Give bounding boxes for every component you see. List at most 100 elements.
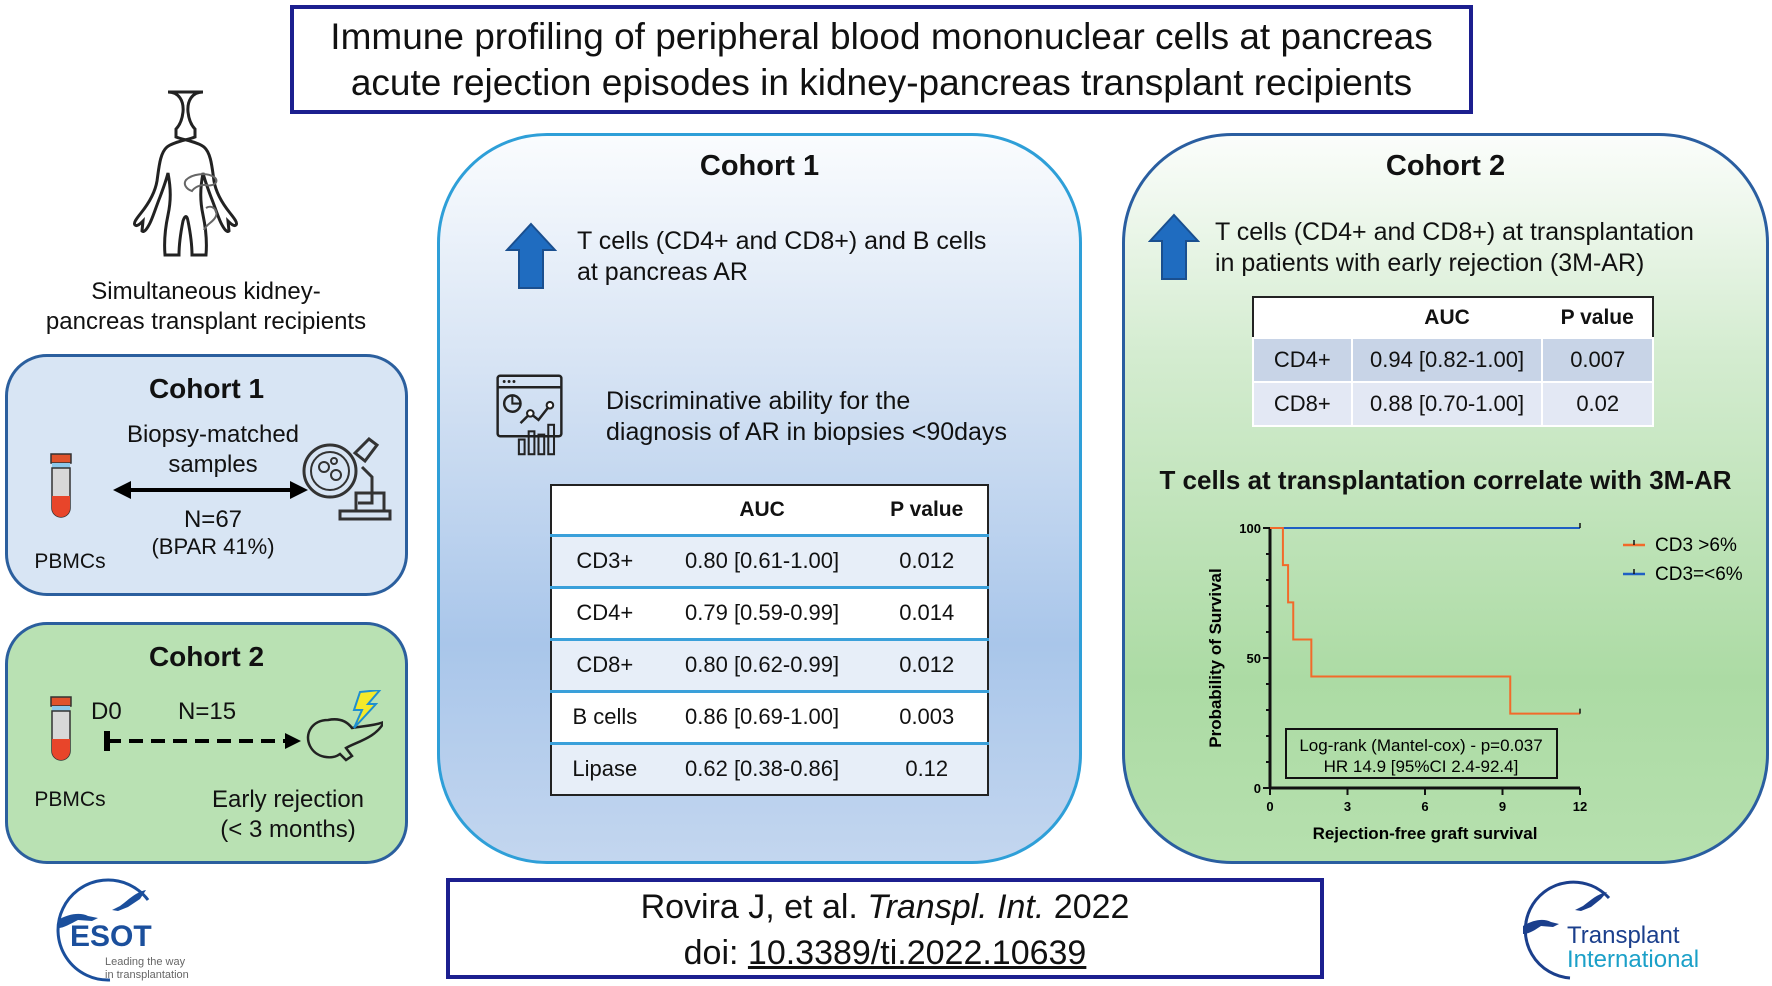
auc-cell: 0.80 [0.62-0.99] [657, 637, 867, 691]
doi-link[interactable]: 10.3389/ti.2022.10639 [747, 934, 1087, 972]
table-header-row: AUC P value [1253, 297, 1653, 338]
esot-tagline-line-2: in transplantation [105, 969, 189, 981]
cohort1-desc-line-2: samples [168, 451, 258, 478]
citation-authors: Rovira J, et al. [640, 888, 858, 926]
cohort2-design-title: Cohort 2 [148, 641, 265, 672]
marker-cell: CD3+ [551, 533, 658, 587]
cohort2-auc-table: AUC P value CD4+0.94 [0.82-1.00]0.007 CD… [1252, 296, 1654, 427]
ti-name-line-2: International [1567, 946, 1700, 973]
marker-cell: Lipase [551, 741, 658, 795]
y-axis-label: Probability of Survival [1206, 568, 1225, 748]
title-line-1: Immune profiling of peripheral blood mon… [330, 16, 1433, 57]
blood-tube-icon [50, 696, 72, 761]
cohort1-finding-line-1: T cells (CD4+ and CD8+) and B cells [577, 227, 987, 255]
esot-tagline: Leading the way in transplantation [105, 956, 189, 982]
up-arrow-icon [1148, 213, 1200, 280]
x-tick-label: 9 [1499, 799, 1506, 814]
legend-label-high: CD3 >6% [1655, 535, 1737, 556]
hazard-ratio-annotation: HR 14.9 [95%CI 2.4-92.4] [1324, 757, 1519, 776]
x-tick-label: 12 [1573, 799, 1587, 814]
header-marker [1253, 297, 1352, 338]
cohort2-sample-type: PBMCs [34, 788, 106, 811]
cohort1-design-box: Cohort 1 Biopsy-matched samples N=67 (BP… [5, 354, 408, 596]
cohort1-n: N=67 [183, 506, 243, 533]
cohort1-design-title: Cohort 1 [148, 373, 265, 404]
header-p-value: P value [1560, 305, 1634, 329]
p-value-cell: 0.012 [866, 637, 988, 691]
cohort2-outcome-line-1: Early rejection [211, 786, 365, 813]
p-value-cell: 0.007 [1541, 337, 1654, 383]
population-caption: Simultaneous kidney- pancreas transplant… [0, 277, 412, 337]
p-value-cell: 0.02 [1541, 381, 1654, 427]
table-row: CD8+0.88 [0.70-1.00]0.02 [1252, 381, 1654, 427]
cohort1-analysis: Discriminative ability for the diagnosis… [606, 386, 1007, 448]
caption-line-2: pancreas transplant recipients [45, 308, 367, 335]
logrank-annotation: Log-rank (Mantel-cox) - p=0.037 [1299, 736, 1542, 755]
cohort2-outcome: Early rejection (< 3 months) [188, 785, 388, 845]
header-marker [551, 485, 658, 535]
microscope-icon [302, 437, 392, 521]
header-p-value: P value [890, 497, 964, 521]
auc-cell: 0.94 [0.82-1.00] [1350, 337, 1544, 383]
esot-hands-emblem-icon [56, 878, 150, 982]
transplant-international-logo: Transplant International [1515, 878, 1740, 982]
esot-logo: ESOT Leading the way in transplantation [50, 876, 220, 984]
cohort1-sample-description: Biopsy-matched samples [98, 420, 328, 480]
cohort2-timepoint: D0 [91, 698, 122, 725]
auc-cell: 0.88 [0.70-1.00] [1350, 381, 1544, 427]
y-tick-label: 50 [1247, 651, 1261, 666]
table-row: CD3+0.80 [0.61-1.00]0.012 [551, 533, 988, 587]
marker-cell: CD4+ [551, 585, 658, 639]
cohort1-bpar: (BPAR 41%) [151, 534, 275, 559]
cohort2-design-box: Cohort 2 D0 N=15 PBMCs Early rejection (… [5, 622, 408, 864]
esot-tagline-line-1: Leading the way [105, 956, 186, 968]
cohort2-n: N=15 [178, 698, 237, 725]
auc-cell: 0.79 [0.59-0.99] [657, 585, 867, 639]
marker-cell: CD8+ [1252, 381, 1353, 427]
cohort1-analysis-line-2: diagnosis of AR in biopsies <90days [606, 418, 1007, 446]
cohort1-desc-line-1: Biopsy-matched [126, 421, 300, 448]
human-body-icon [133, 90, 238, 257]
title-line-2: acute rejection episodes in kidney-pancr… [350, 62, 1413, 103]
header-auc: AUC [739, 497, 785, 521]
marker-cell: CD8+ [551, 637, 658, 691]
cohort1-auc-table: AUC P value CD3+0.80 [0.61-1.00]0.012 CD… [550, 484, 989, 796]
cohort1-sample-type: PBMCs [34, 550, 106, 573]
cohort2-finding-line-1: T cells (CD4+ and CD8+) at transplantati… [1215, 218, 1694, 246]
x-tick-label: 3 [1344, 799, 1351, 814]
p-value-cell: 0.12 [866, 741, 988, 795]
legend-label-low: CD3=<6% [1655, 564, 1743, 585]
marker-cell: B cells [551, 689, 658, 743]
caption-line-1: Simultaneous kidney- [91, 278, 321, 305]
pancreas-rejection-icon [306, 690, 383, 762]
citation-journal: Transpl. Int. [867, 888, 1045, 926]
cohort2-finding: T cells (CD4+ and CD8+) at transplantati… [1215, 217, 1694, 279]
cohort1-finding: T cells (CD4+ and CD8+) and B cells at p… [577, 226, 986, 288]
up-arrow-icon [505, 222, 557, 289]
auc-cell: 0.80 [0.61-1.00] [657, 533, 867, 587]
cohort1-results-title: Cohort 1 [699, 150, 820, 182]
chart-title: T cells at transplantation correlate wit… [1159, 465, 1732, 495]
cohort2-results-panel [1122, 133, 1769, 864]
table-row: CD8+0.80 [0.62-0.99]0.012 [551, 637, 988, 691]
x-tick-label: 0 [1266, 799, 1273, 814]
header-auc: AUC [1424, 305, 1470, 329]
ti-hands-emblem-icon [1523, 880, 1611, 980]
citation-reference: Rovira J, et al. Transpl. Int. 2022 [450, 884, 1320, 930]
title-box: Immune profiling of peripheral blood mon… [290, 5, 1473, 114]
citation-year: 2022 [1053, 888, 1130, 926]
p-value-cell: 0.014 [866, 585, 988, 639]
survival-curve-cd3-high [1270, 527, 1580, 715]
y-tick-label: 100 [1239, 521, 1261, 536]
table-header-row: AUC P value [551, 485, 988, 535]
double-arrow-icon [113, 481, 308, 499]
x-axis-label: Rejection-free graft survival [1313, 824, 1538, 843]
y-tick-label: 0 [1254, 781, 1261, 796]
p-value-cell: 0.003 [866, 689, 988, 743]
marker-cell: CD4+ [1252, 337, 1353, 383]
cohort1-analysis-line-1: Discriminative ability for the [606, 387, 911, 415]
table-row: CD4+0.94 [0.82-1.00]0.007 [1252, 337, 1654, 383]
